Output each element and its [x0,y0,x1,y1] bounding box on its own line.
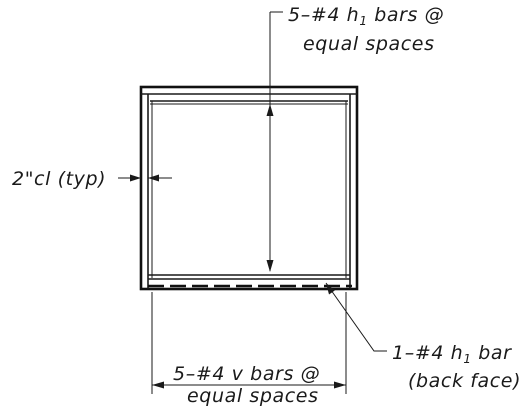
cover-arrow-right [148,174,159,182]
rebar [148,100,352,288]
back-bar-callout: 1–#4 h1 bar (back face) [392,342,521,392]
h-bars-callout-line1: 5–#4 h1 bars @ [288,4,444,28]
v-bar-arrow-left [152,381,164,389]
clear-cover-label: 2"cl (typ) [12,168,106,190]
v-bar-arrow-right [334,381,346,389]
v-bars-callout-line1: 5–#4 v bars @ [173,363,320,385]
wall-outline [139,85,359,291]
back-bar-leader [325,282,387,352]
clear-cover-marker [118,174,172,182]
h-bar-arrow-top [266,104,274,116]
back-bar-leader-line [325,282,387,352]
h-bars-callout: 5–#4 h1 bars @ equal spaces [288,4,444,55]
v-bars-callout-line2: equal spaces [187,385,319,407]
cover-arrow-left [130,174,141,182]
v-bar-spacing-dimension [151,292,347,394]
h-bars-callout-line2: equal spaces [303,33,435,55]
back-bar-callout-line1: 1–#4 h1 bar [392,342,512,366]
outer-outline [139,85,359,291]
v-bars-callout: 5–#4 v bars @ equal spaces [173,363,320,407]
back-bar-callout-line2: (back face) [408,370,521,392]
h-bar-spacing-dimension [266,11,283,272]
h-bar-arrow-bottom [266,260,274,272]
back-bar-arrow [326,283,335,295]
